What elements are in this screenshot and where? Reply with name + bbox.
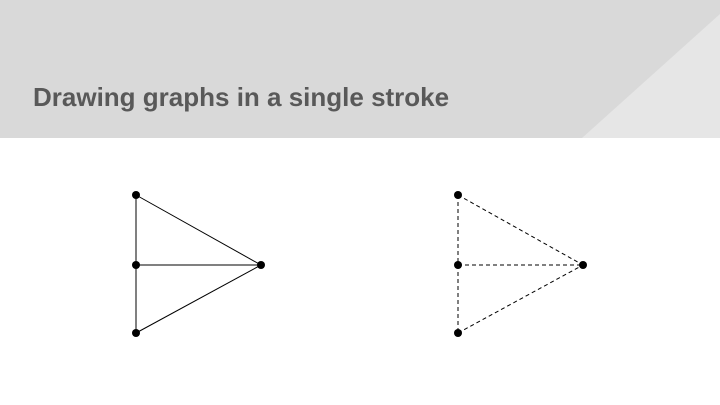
header-corner-accent — [582, 14, 720, 138]
vertex-middle — [132, 261, 140, 269]
vertex-middle — [454, 261, 462, 269]
edge-top-right — [135, 194, 262, 266]
dashed-graph — [454, 191, 587, 337]
vertex-bottom — [454, 329, 462, 337]
header-band — [0, 0, 720, 138]
edge-bottom-right — [135, 264, 262, 334]
vertex-right — [579, 261, 587, 269]
vertex-right — [257, 261, 265, 269]
edge-top-right — [457, 194, 584, 266]
vertex-bottom — [132, 329, 140, 337]
vertex-top — [132, 191, 140, 199]
slide-title: Drawing graphs in a single stroke — [33, 82, 450, 112]
edge-bottom-right — [457, 264, 584, 334]
solid-graph — [132, 191, 265, 337]
vertex-top — [454, 191, 462, 199]
